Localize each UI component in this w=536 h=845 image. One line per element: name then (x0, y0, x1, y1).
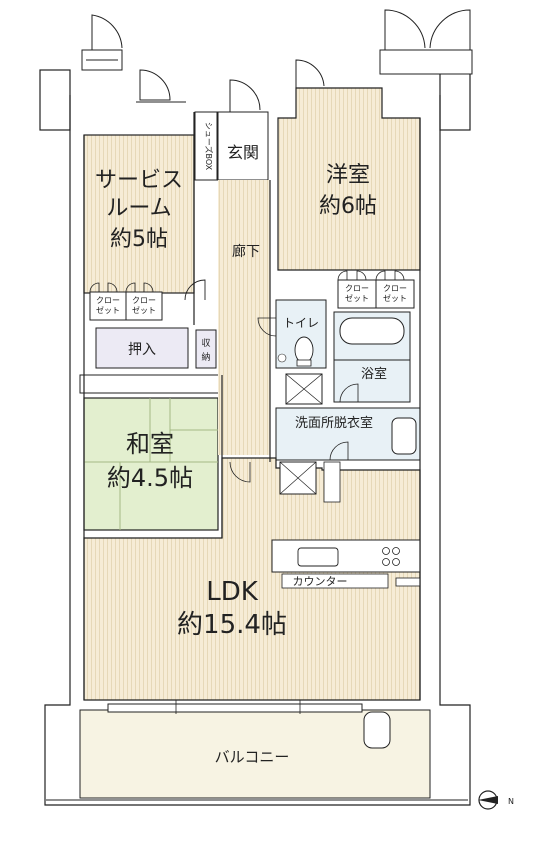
svg-text:洗面所脱衣室: 洗面所脱衣室 (295, 415, 373, 431)
stove-icon (382, 547, 400, 566)
service-room-area: 約5帖 (110, 227, 168, 252)
top-window-left (81, 14, 123, 71)
compass-label: N (508, 797, 514, 806)
svg-text:ゼット: ゼット (345, 293, 369, 303)
closet-cd-doors (337, 270, 405, 281)
storage: 収 納 (195, 329, 233, 369)
service-room-door (136, 69, 186, 103)
balcony: バルコニー (46, 700, 468, 801)
svg-text:ゼット: ゼット (132, 305, 156, 315)
japanese-room: 和室 約4.5帖 (79, 374, 221, 531)
svg-text:納: 納 (201, 351, 210, 363)
interior-walls (83, 112, 421, 700)
western-room-area: 約6帖 (319, 194, 377, 219)
svg-text:ゼット: ゼット (96, 305, 120, 315)
closet-c: クロー ゼット (337, 279, 377, 309)
svg-text:カウンター: カウンター (293, 575, 348, 588)
svg-text:クロー: クロー (345, 284, 369, 293)
closet-d: クロー ゼット (375, 279, 415, 309)
top-window-right (379, 9, 473, 75)
svg-text:収: 収 (201, 337, 210, 349)
service-room: サービス ルーム 約5帖 (83, 134, 195, 294)
closet-ab-doors (89, 282, 154, 293)
svg-text:玄関: 玄関 (227, 143, 259, 162)
svg-text:浴室: 浴室 (361, 366, 387, 382)
hallway: 廊下 (184, 180, 270, 455)
kitchen-counter: カウンター (271, 539, 421, 589)
ldk-label: LDK (206, 577, 259, 607)
service-room-label-2: ルーム (106, 196, 171, 221)
svg-text:クロー: クロー (132, 296, 156, 305)
shoes-box: シューズBOX (194, 111, 218, 181)
oshiire: 押入 (95, 327, 189, 369)
svg-text:シューズBOX: シューズBOX (204, 122, 214, 171)
washroom: 洗面所脱衣室 (275, 373, 421, 461)
svg-text:トイレ: トイレ (283, 316, 319, 330)
washer-area (229, 461, 341, 503)
svg-text:廊下: 廊下 (232, 243, 260, 260)
svg-text:クロー: クロー (96, 296, 120, 305)
compass-icon: N (478, 790, 514, 810)
ldk: LDK 約15.4帖 (83, 457, 421, 701)
japanese-room-label: 和室 (126, 430, 174, 458)
svg-text:押入: 押入 (128, 342, 156, 358)
western-room-label: 洋室 (326, 163, 370, 188)
service-room-label-1: サービス (95, 168, 183, 193)
closet-b: クロー ゼット (125, 291, 163, 321)
ldk-area: 約15.4帖 (177, 610, 287, 640)
svg-text:バルコニー: バルコニー (215, 748, 290, 766)
bath: 浴室 (333, 311, 411, 403)
entrance: 玄関 (217, 79, 269, 181)
toilet: トイレ (257, 299, 327, 369)
western-room: 洋室 約6帖 (277, 59, 421, 271)
japanese-room-area: 約4.5帖 (107, 464, 193, 492)
svg-text:ゼット: ゼット (383, 293, 407, 303)
closet-a: クロー ゼット (89, 291, 127, 321)
svg-text:クロー: クロー (383, 284, 407, 293)
